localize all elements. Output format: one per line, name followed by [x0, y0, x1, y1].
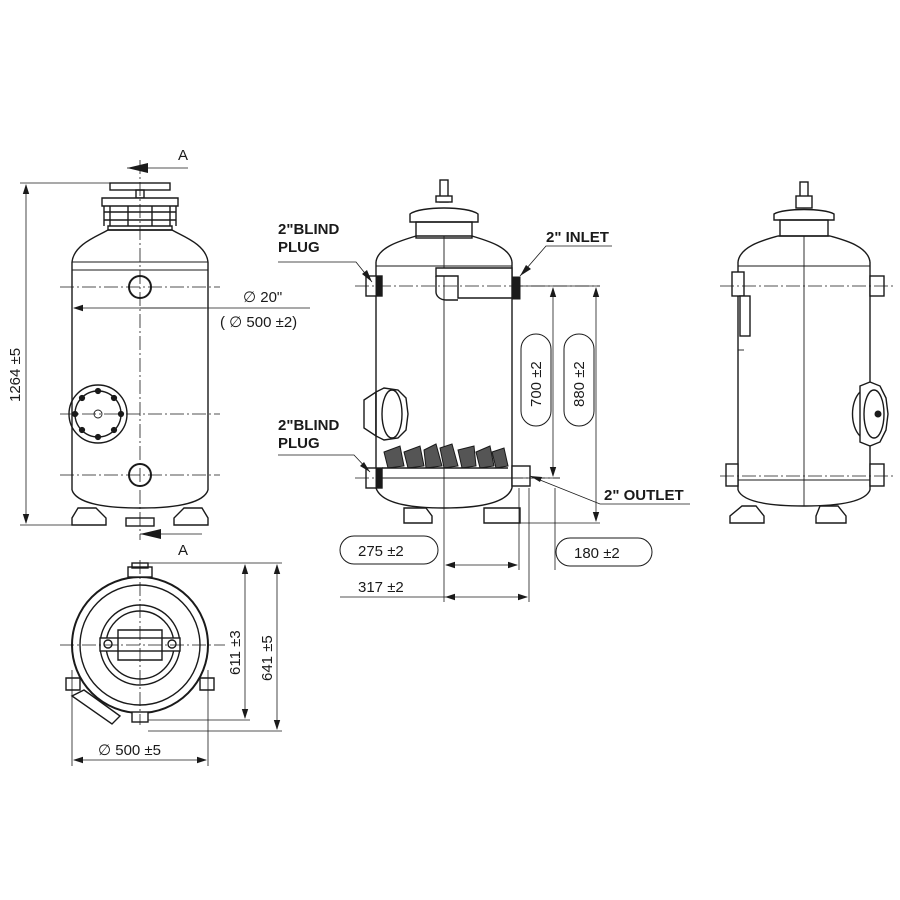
outlet-label: 2" OUTLET: [604, 487, 684, 504]
top-view: 611 ±3 641 ±5 ∅ 500 ±5: [60, 560, 282, 766]
offset-275-label: 275 ±2: [358, 543, 404, 560]
offset-317-label: 317 ±2: [358, 579, 404, 596]
blind-plug-top-line1: 2"BLIND: [278, 221, 339, 238]
section-view-center: 2"BLIND PLUG 2"BLIND PLUG 2" INLET 2" OU…: [278, 179, 690, 602]
diameter-mm-label: ( ∅ 500 ±2): [220, 314, 297, 331]
laterals-row: [382, 443, 509, 469]
inlet-height-2-label: 880 ±2: [571, 361, 588, 407]
offset-180-label: 180 ±2: [574, 545, 620, 562]
blind-plug-bottom-line1: 2"BLIND: [278, 417, 339, 434]
inlet-height-label: 700 ±2: [528, 361, 545, 407]
top-611-label: 611 ±3: [227, 630, 244, 675]
section-label-bottom: A: [178, 542, 188, 559]
section-label-top: A: [178, 147, 188, 164]
manhole-bolts-left: [71, 387, 125, 441]
blind-plug-top-line2: PLUG: [278, 239, 320, 256]
diameter-inch-label: ∅ 20": [243, 289, 282, 306]
top-diameter-label: ∅ 500 ±5: [98, 742, 161, 759]
front-view-left: A A 1264 ±5 ∅ 20" ( ∅ 500 ±2): [7, 147, 310, 559]
height-total-label: 1264 ±5: [7, 348, 24, 402]
blind-plug-bottom-line2: PLUG: [278, 435, 320, 452]
top-641-label: 641 ±5: [259, 635, 276, 681]
side-view-right: [720, 181, 895, 524]
inlet-label: 2" INLET: [546, 229, 609, 246]
